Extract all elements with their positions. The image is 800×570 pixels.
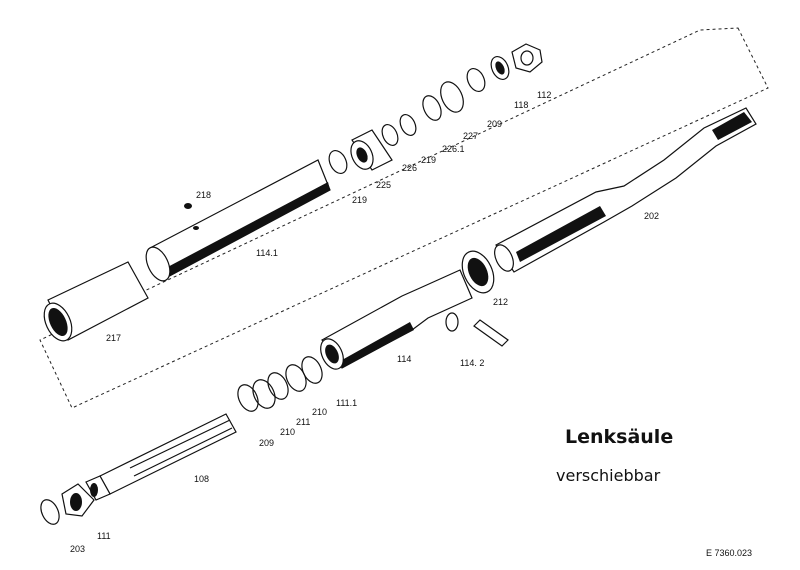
label-210-a: 210 bbox=[312, 407, 327, 417]
label-211: 211 bbox=[296, 417, 310, 427]
ring-211 bbox=[267, 372, 289, 400]
label-111: 111 bbox=[97, 531, 111, 541]
shaft-202 bbox=[494, 107, 757, 273]
circlip-219-a bbox=[399, 114, 417, 136]
tube-217 bbox=[43, 261, 149, 342]
bearing-111 bbox=[85, 475, 111, 501]
label-114: 114 bbox=[397, 354, 411, 364]
bearing-225 bbox=[350, 129, 393, 171]
ring-226-1 bbox=[422, 95, 442, 121]
housing-114 bbox=[320, 269, 473, 370]
label-227: 227 bbox=[463, 131, 478, 141]
label-108: 108 bbox=[194, 474, 209, 484]
nipple-218 bbox=[184, 203, 192, 209]
label-219-b: 219 bbox=[352, 195, 367, 205]
label-209-upper: 209 bbox=[487, 119, 502, 129]
circlip-209-upper bbox=[466, 68, 486, 92]
pin-114-2 bbox=[473, 319, 509, 347]
tube-114-1 bbox=[145, 159, 331, 282]
circlip-219-b bbox=[328, 150, 348, 174]
label-217: 217 bbox=[106, 333, 121, 343]
label-212: 212 bbox=[493, 297, 508, 307]
ring-118 bbox=[490, 56, 510, 80]
label-112: 112 bbox=[537, 90, 551, 100]
label-225: 225 bbox=[376, 180, 391, 190]
label-219-a: 219 bbox=[421, 155, 436, 165]
ring-203-front bbox=[40, 499, 60, 525]
label-209-lower: 209 bbox=[259, 438, 274, 448]
label-114-1: 114.1 bbox=[256, 248, 278, 258]
shaft-108 bbox=[99, 413, 237, 495]
label-111-1: 111.1 bbox=[336, 398, 357, 408]
drawing-subtitle: verschiebbar bbox=[556, 466, 661, 485]
label-210-b: 210 bbox=[280, 427, 295, 437]
tube-hole bbox=[193, 226, 199, 230]
label-114-2: 114. 2 bbox=[460, 358, 484, 368]
ring-227 bbox=[440, 81, 464, 113]
drawing-title: Lenksäule bbox=[565, 426, 673, 448]
drawing-code: E 7360.023 bbox=[706, 548, 752, 558]
label-226: 226 bbox=[402, 163, 417, 173]
nut-112 bbox=[511, 43, 543, 73]
ring-212 bbox=[461, 250, 495, 294]
label-118: 118 bbox=[514, 100, 528, 110]
ring-210-b bbox=[252, 379, 276, 409]
ring-210-a bbox=[285, 364, 307, 392]
label-226-1: 226.1 bbox=[442, 144, 465, 154]
label-218: 218 bbox=[196, 190, 211, 200]
label-203: 203 bbox=[70, 544, 85, 554]
circlip-209-lower bbox=[237, 384, 259, 412]
assembly-outline bbox=[39, 27, 769, 409]
ring-226 bbox=[381, 124, 399, 146]
gear-203 bbox=[61, 483, 95, 517]
label-202: 202 bbox=[644, 211, 659, 221]
